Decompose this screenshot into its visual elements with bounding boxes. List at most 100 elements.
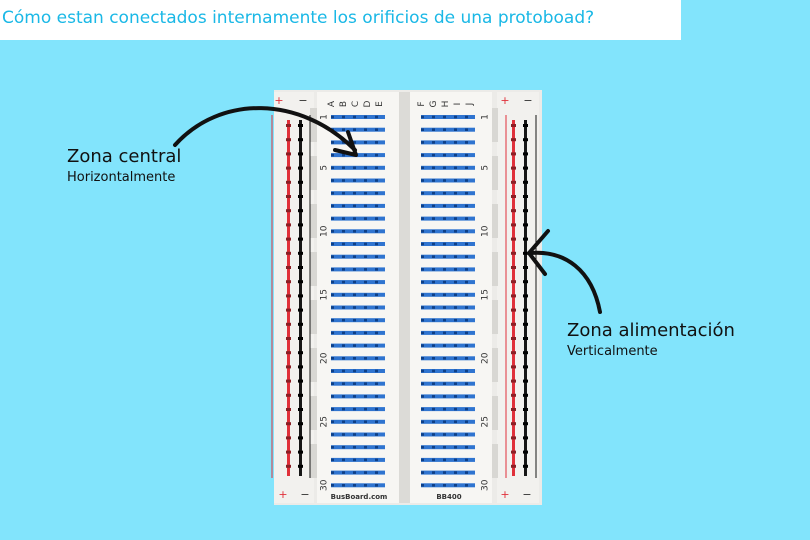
rail-hole: [523, 138, 528, 142]
rail-hole: [523, 124, 528, 127]
row-hole: [342, 306, 345, 309]
column-letter: H: [441, 101, 451, 108]
rail-tab: [492, 348, 498, 382]
rail-hole: [511, 393, 516, 397]
row-hole: [364, 484, 367, 487]
row-hole: [421, 230, 424, 233]
row-hole: [432, 344, 435, 347]
rail-hole: [298, 450, 303, 454]
row-hole: [375, 179, 378, 182]
row-hole: [342, 166, 345, 170]
row-hole: [375, 153, 378, 157]
row-strip-left: [331, 305, 385, 310]
row-hole: [364, 458, 367, 462]
row-hole: [432, 395, 435, 398]
row-hole: [375, 344, 378, 347]
row-number: 5: [481, 165, 491, 171]
row-hole: [443, 191, 446, 195]
row-hole: [432, 433, 435, 436]
rail-hole: [523, 379, 528, 383]
row-strip-left: [331, 419, 385, 424]
row-hole: [364, 204, 367, 208]
row-hole: [342, 433, 345, 436]
row-hole: [331, 344, 334, 347]
rail-hole: [511, 280, 516, 284]
row-hole: [432, 369, 435, 373]
brand-label: BusBoard.com: [331, 493, 388, 501]
row-number: 15: [481, 289, 491, 300]
rail-hole: [523, 223, 528, 227]
row-hole: [353, 115, 356, 119]
row-hole: [342, 280, 345, 284]
row-strip-left: [331, 483, 385, 488]
rail-hole: [286, 308, 291, 312]
rail-hole: [298, 308, 303, 312]
row-hole: [364, 153, 367, 157]
row-hole: [454, 217, 457, 220]
rail-tab: [310, 300, 317, 334]
row-hole: [331, 318, 334, 322]
rail-tab: [310, 252, 317, 286]
row-hole: [375, 242, 378, 246]
rail-hole: [298, 152, 303, 156]
rail-tab: [492, 396, 498, 430]
rail-tab: [310, 156, 317, 190]
row-hole: [443, 407, 446, 411]
row-strip-left: [331, 191, 385, 196]
row-strip-left: [331, 178, 385, 183]
row-hole: [331, 471, 334, 474]
row-hole: [421, 331, 424, 335]
row-strip-left: [331, 140, 385, 145]
row-hole: [465, 204, 468, 208]
row-number: 1: [320, 114, 330, 120]
row-hole: [342, 255, 345, 258]
rail-hole: [298, 436, 303, 440]
row-hole: [432, 255, 435, 258]
row-hole: [432, 484, 435, 487]
rail-hole: [286, 223, 291, 227]
row-hole: [432, 293, 435, 297]
rail-hole: [523, 450, 528, 454]
row-strip-right: [421, 483, 475, 488]
row-hole: [421, 445, 424, 449]
row-strip-left: [331, 432, 385, 437]
row-hole: [432, 153, 435, 157]
row-hole: [454, 128, 457, 131]
row-hole: [375, 382, 378, 385]
row-hole: [375, 318, 378, 322]
row-hole: [364, 306, 367, 309]
row-hole: [454, 166, 457, 170]
row-hole: [364, 293, 367, 297]
column-letter: F: [417, 101, 427, 106]
row-hole: [353, 128, 356, 131]
row-hole: [421, 407, 424, 411]
row-hole: [443, 318, 446, 322]
row-hole: [421, 344, 424, 347]
row-hole: [432, 420, 435, 424]
row-hole: [342, 217, 345, 220]
row-hole: [331, 280, 334, 284]
row-strip-right: [421, 407, 475, 412]
rail-hole: [298, 251, 303, 255]
row-hole: [353, 458, 356, 462]
row-hole: [443, 458, 446, 462]
row-hole: [375, 306, 378, 309]
row-hole: [353, 344, 356, 347]
row-hole: [331, 369, 334, 373]
row-strip-left: [331, 254, 385, 259]
row-hole: [465, 153, 468, 157]
column-letter: C: [351, 101, 361, 107]
row-hole: [353, 280, 356, 284]
rail-hole: [298, 266, 303, 269]
row-hole: [432, 382, 435, 385]
row-hole: [342, 331, 345, 335]
rail-hole: [286, 266, 291, 269]
row-strip-right: [421, 254, 475, 259]
row-hole: [353, 255, 356, 258]
rail-hole: [523, 152, 528, 156]
row-hole: [421, 255, 424, 258]
row-strip-left: [331, 330, 385, 335]
row-hole: [331, 484, 334, 487]
row-strip-right: [421, 369, 475, 373]
